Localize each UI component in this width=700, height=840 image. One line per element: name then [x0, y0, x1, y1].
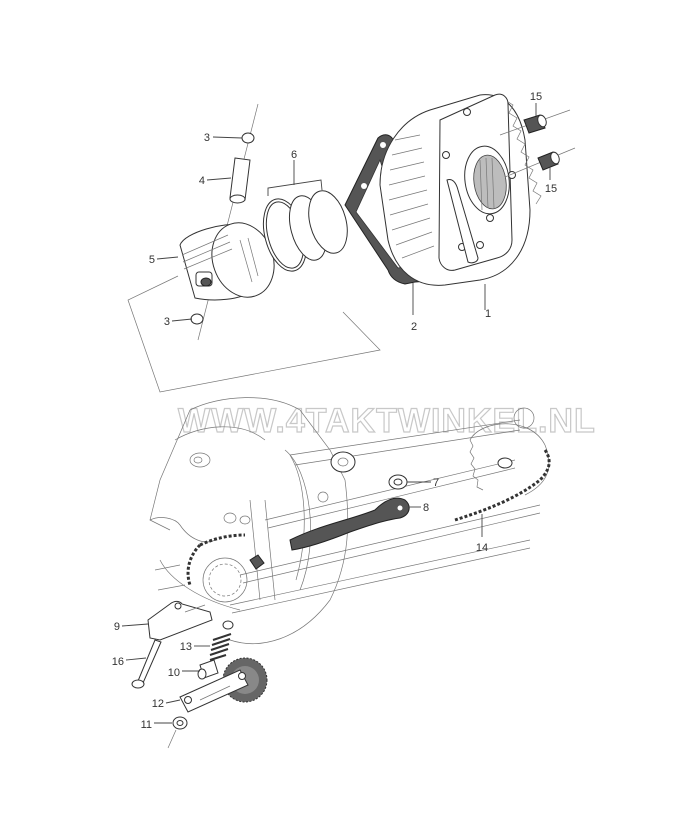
part-5-piston — [179, 222, 275, 301]
callout-5: 5 — [149, 254, 155, 266]
part-3-circlip-bottom — [190, 313, 204, 325]
part-8-tensioner-arm — [289, 497, 410, 551]
part-1-cylinder — [379, 93, 542, 286]
part-7-washer — [388, 474, 408, 490]
part-10-pin — [197, 659, 219, 680]
callout-16: 16 — [112, 656, 124, 668]
chain-guide-rails — [229, 407, 541, 614]
group-bracket — [127, 275, 381, 393]
crankcase — [149, 397, 349, 644]
callout-14: 14 — [476, 542, 488, 554]
part-4-piston-pin — [229, 157, 251, 204]
callout-labels: 1 2 3 3 4 5 6 7 8 9 10 11 12 13 14 15 15… — [112, 91, 557, 731]
tensioner-bolt — [249, 554, 265, 570]
callout-9: 9 — [114, 621, 120, 633]
part-12-link-plate — [179, 669, 249, 713]
part-6-piston-rings — [262, 160, 348, 272]
callout-12: 12 — [152, 698, 164, 710]
part-15-dowel-pins — [499, 109, 576, 178]
part-11-washer — [167, 716, 188, 749]
part-9-pedal-arm — [147, 600, 213, 641]
piston-assembly — [179, 103, 275, 341]
callout-6: 6 — [291, 149, 297, 161]
callout-3-top: 3 — [204, 132, 210, 144]
part-15-dowel-pin-bottom — [537, 151, 560, 171]
part-15-dowel-pin-top — [523, 114, 547, 134]
callout-3-bottom: 3 — [164, 316, 170, 328]
drive-sprocket — [202, 557, 248, 603]
callout-4: 4 — [199, 175, 205, 187]
callout-13: 13 — [180, 641, 192, 653]
part-13-spring — [209, 620, 234, 661]
callout-2: 2 — [411, 321, 417, 333]
callout-1: 1 — [485, 308, 491, 320]
callout-11: 11 — [141, 719, 152, 731]
part-3-circlip-top — [241, 132, 255, 144]
callout-15-top: 15 — [530, 91, 542, 103]
callout-7: 7 — [433, 477, 439, 489]
part-16-pivot-bolt — [131, 639, 162, 689]
leader-lines — [121, 103, 551, 724]
callout-15-bottom: 15 — [545, 183, 557, 195]
callout-10: 10 — [168, 667, 180, 679]
drive-chain — [186, 423, 551, 586]
callout-8: 8 — [423, 502, 429, 514]
watermark-text: WWW.4TAKTWINKEL.NL — [178, 402, 596, 440]
